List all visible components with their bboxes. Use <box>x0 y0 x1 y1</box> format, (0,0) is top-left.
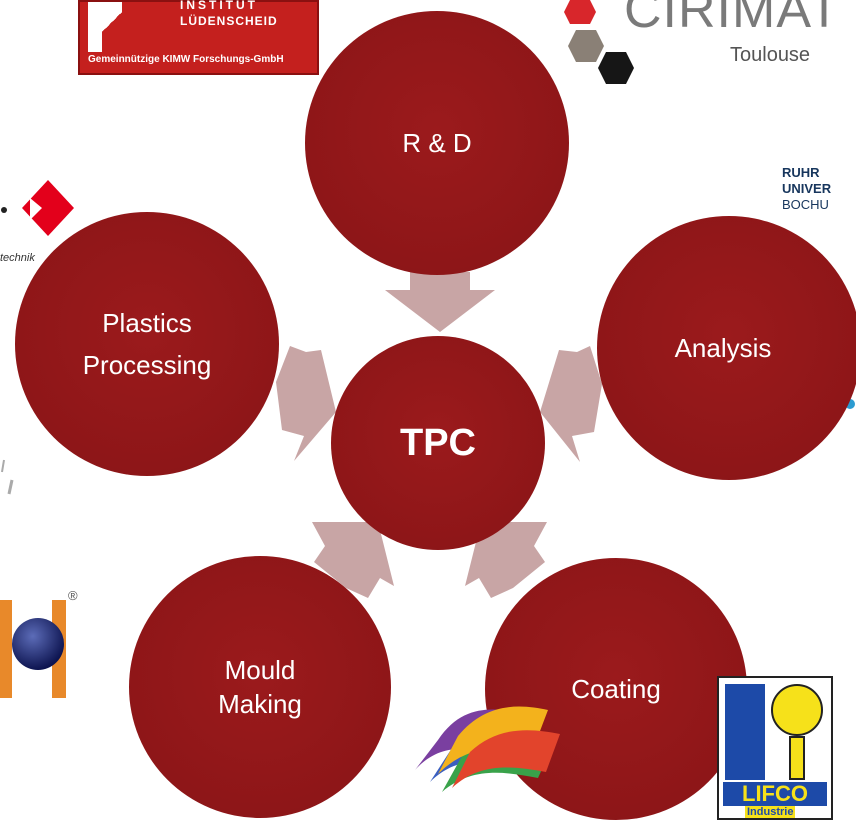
center-label: TPC <box>400 421 476 464</box>
node-rd-label: R & D <box>402 128 472 158</box>
kimw-logo: INSTITUT LÜDENSCHEID Gemeinnützige KIMW … <box>78 0 319 75</box>
kimw-line2: LÜDENSCHEID <box>180 14 278 28</box>
node-plastics-label-2: Processing <box>82 350 212 380</box>
cirimat-name: CIRIMAT <box>624 0 841 39</box>
node-plastics-processing: Plastics Processing <box>15 212 279 476</box>
lifco-sub: Industrie <box>745 806 796 818</box>
technik-diamond-icon <box>1 180 74 236</box>
lifco-yellow-circle <box>771 684 823 736</box>
arrow-mould-to-center <box>312 522 394 598</box>
technik-logo: technik <box>0 180 80 270</box>
cirimat-hexagons-icon <box>564 0 634 84</box>
left-logo-fragment: ® <box>0 588 86 698</box>
node-tpc-center: TPC <box>331 336 545 550</box>
kimw-line3: Gemeinnützige KIMW Forschungs-GmbH <box>88 54 284 65</box>
node-mould-label-1: Mould <box>224 655 296 685</box>
node-coating-label: Coating <box>571 674 661 704</box>
ruhr-line1: RUHR <box>782 165 820 180</box>
kimw-logo-mark <box>88 2 102 52</box>
node-mould-label-2: Making <box>218 689 302 719</box>
sphere-logo-icon <box>0 600 66 698</box>
ruhr-line2: UNIVER <box>782 181 832 196</box>
ruhr-logo: RUHR UNIVER BOCHU <box>782 165 831 213</box>
lifco-name: LIFCO <box>723 782 827 806</box>
node-analysis-label: Analysis <box>674 333 772 363</box>
ruhr-line3: BOCHU <box>782 197 829 212</box>
arrow-plastics-to-center <box>276 346 336 461</box>
lifco-logo: LIFCO Industrie <box>717 676 833 820</box>
node-plastics-label-1: Plastics <box>102 308 192 338</box>
left-gray-marks <box>0 450 20 500</box>
arrow-rd-to-center <box>385 272 495 332</box>
kimw-line1: INSTITUT <box>180 0 258 12</box>
technik-text: technik <box>0 252 35 264</box>
lifco-blue-block <box>725 684 765 780</box>
node-coating: Coating <box>485 558 747 820</box>
lifco-yellow-bar <box>789 736 805 780</box>
cirimat-logo: CIRIMAT Toulouse <box>556 0 856 95</box>
arrow-coating-to-center <box>465 522 547 598</box>
arrow-analysis-to-center <box>540 346 602 462</box>
kimw-logo-mark-diagonal <box>102 2 122 42</box>
node-mould-making: Mould Making <box>129 556 391 818</box>
node-analysis: Analysis <box>597 216 856 480</box>
cirimat-city: Toulouse <box>730 44 811 66</box>
node-rd: R & D <box>305 11 569 275</box>
reg-mark: ® <box>68 588 78 603</box>
